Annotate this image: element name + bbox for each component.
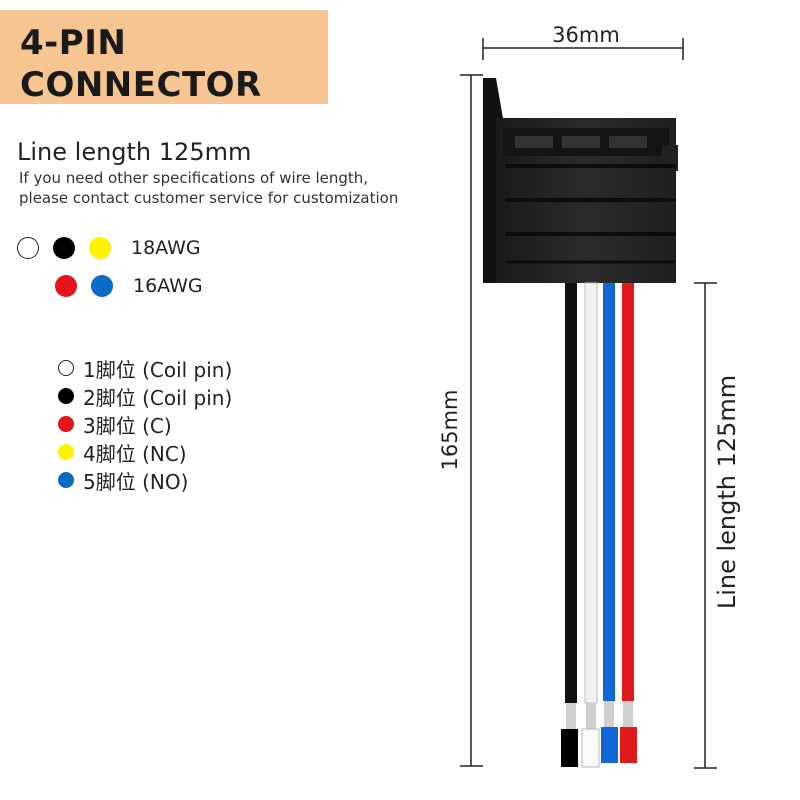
note-line-1: If you need other specifications of wire…: [19, 169, 369, 187]
title-banner: 4-PIN CONNECTOR: [0, 10, 328, 106]
awg-label-16: 16AWG: [133, 275, 203, 297]
list-item: 5脚位 (NO): [58, 466, 232, 494]
height-label: 165mm: [438, 390, 462, 471]
awg-label-18: 18AWG: [131, 237, 201, 259]
line-length-heading: Line length 125mm: [17, 138, 252, 166]
wire-blue: [601, 283, 618, 763]
title-line-2: CONNECTOR: [20, 65, 262, 105]
color-dot-yellow: [89, 237, 111, 259]
awg-row-16: 16AWG: [55, 275, 203, 297]
note-line-2: please contact customer service for cust…: [19, 189, 399, 207]
wire-red: [620, 283, 637, 763]
wire-white: [581, 282, 600, 768]
list-item: 3脚位 (C): [58, 410, 232, 438]
customization-note: If you need other specifications of wire…: [19, 168, 439, 208]
wire-length-label: Line length 125mm: [713, 375, 741, 609]
pin-label: 2脚位 (Coil pin): [83, 385, 233, 410]
pin-dot-yellow: [58, 444, 74, 460]
pin-dot-white: [58, 360, 74, 376]
awg-row-18: 18AWG: [17, 237, 201, 259]
pin-dot-red: [58, 416, 74, 432]
wire-black: [561, 283, 578, 767]
color-dot-white: [17, 237, 39, 259]
color-dot-red: [55, 275, 77, 297]
width-label: 36mm: [552, 23, 620, 47]
pin-label: 1脚位 (Coil pin): [83, 357, 233, 382]
connector-housing: [483, 78, 678, 283]
list-item: 1脚位 (Coil pin): [58, 354, 232, 382]
color-dot-blue: [91, 275, 113, 297]
list-item: 4脚位 (NC): [58, 438, 232, 466]
width-dimension: 36mm: [482, 23, 684, 60]
pin-label: 3脚位 (C): [83, 413, 172, 438]
pin-label: 4脚位 (NC): [83, 441, 187, 466]
title-line-1: 4-PIN: [20, 23, 127, 63]
wire-length-dimension: Line length 125mm: [694, 282, 741, 769]
color-dot-black: [53, 237, 75, 259]
pin-dot-blue: [58, 472, 74, 488]
page-title: 4-PIN CONNECTOR: [20, 22, 262, 106]
height-dimension: 165mm: [438, 74, 483, 767]
pin-list: 1脚位 (Coil pin) 2脚位 (Coil pin) 3脚位 (C) 4脚…: [58, 354, 232, 494]
list-item: 2脚位 (Coil pin): [58, 382, 232, 410]
pin-dot-black: [58, 388, 74, 404]
pin-label: 5脚位 (NO): [83, 469, 189, 494]
